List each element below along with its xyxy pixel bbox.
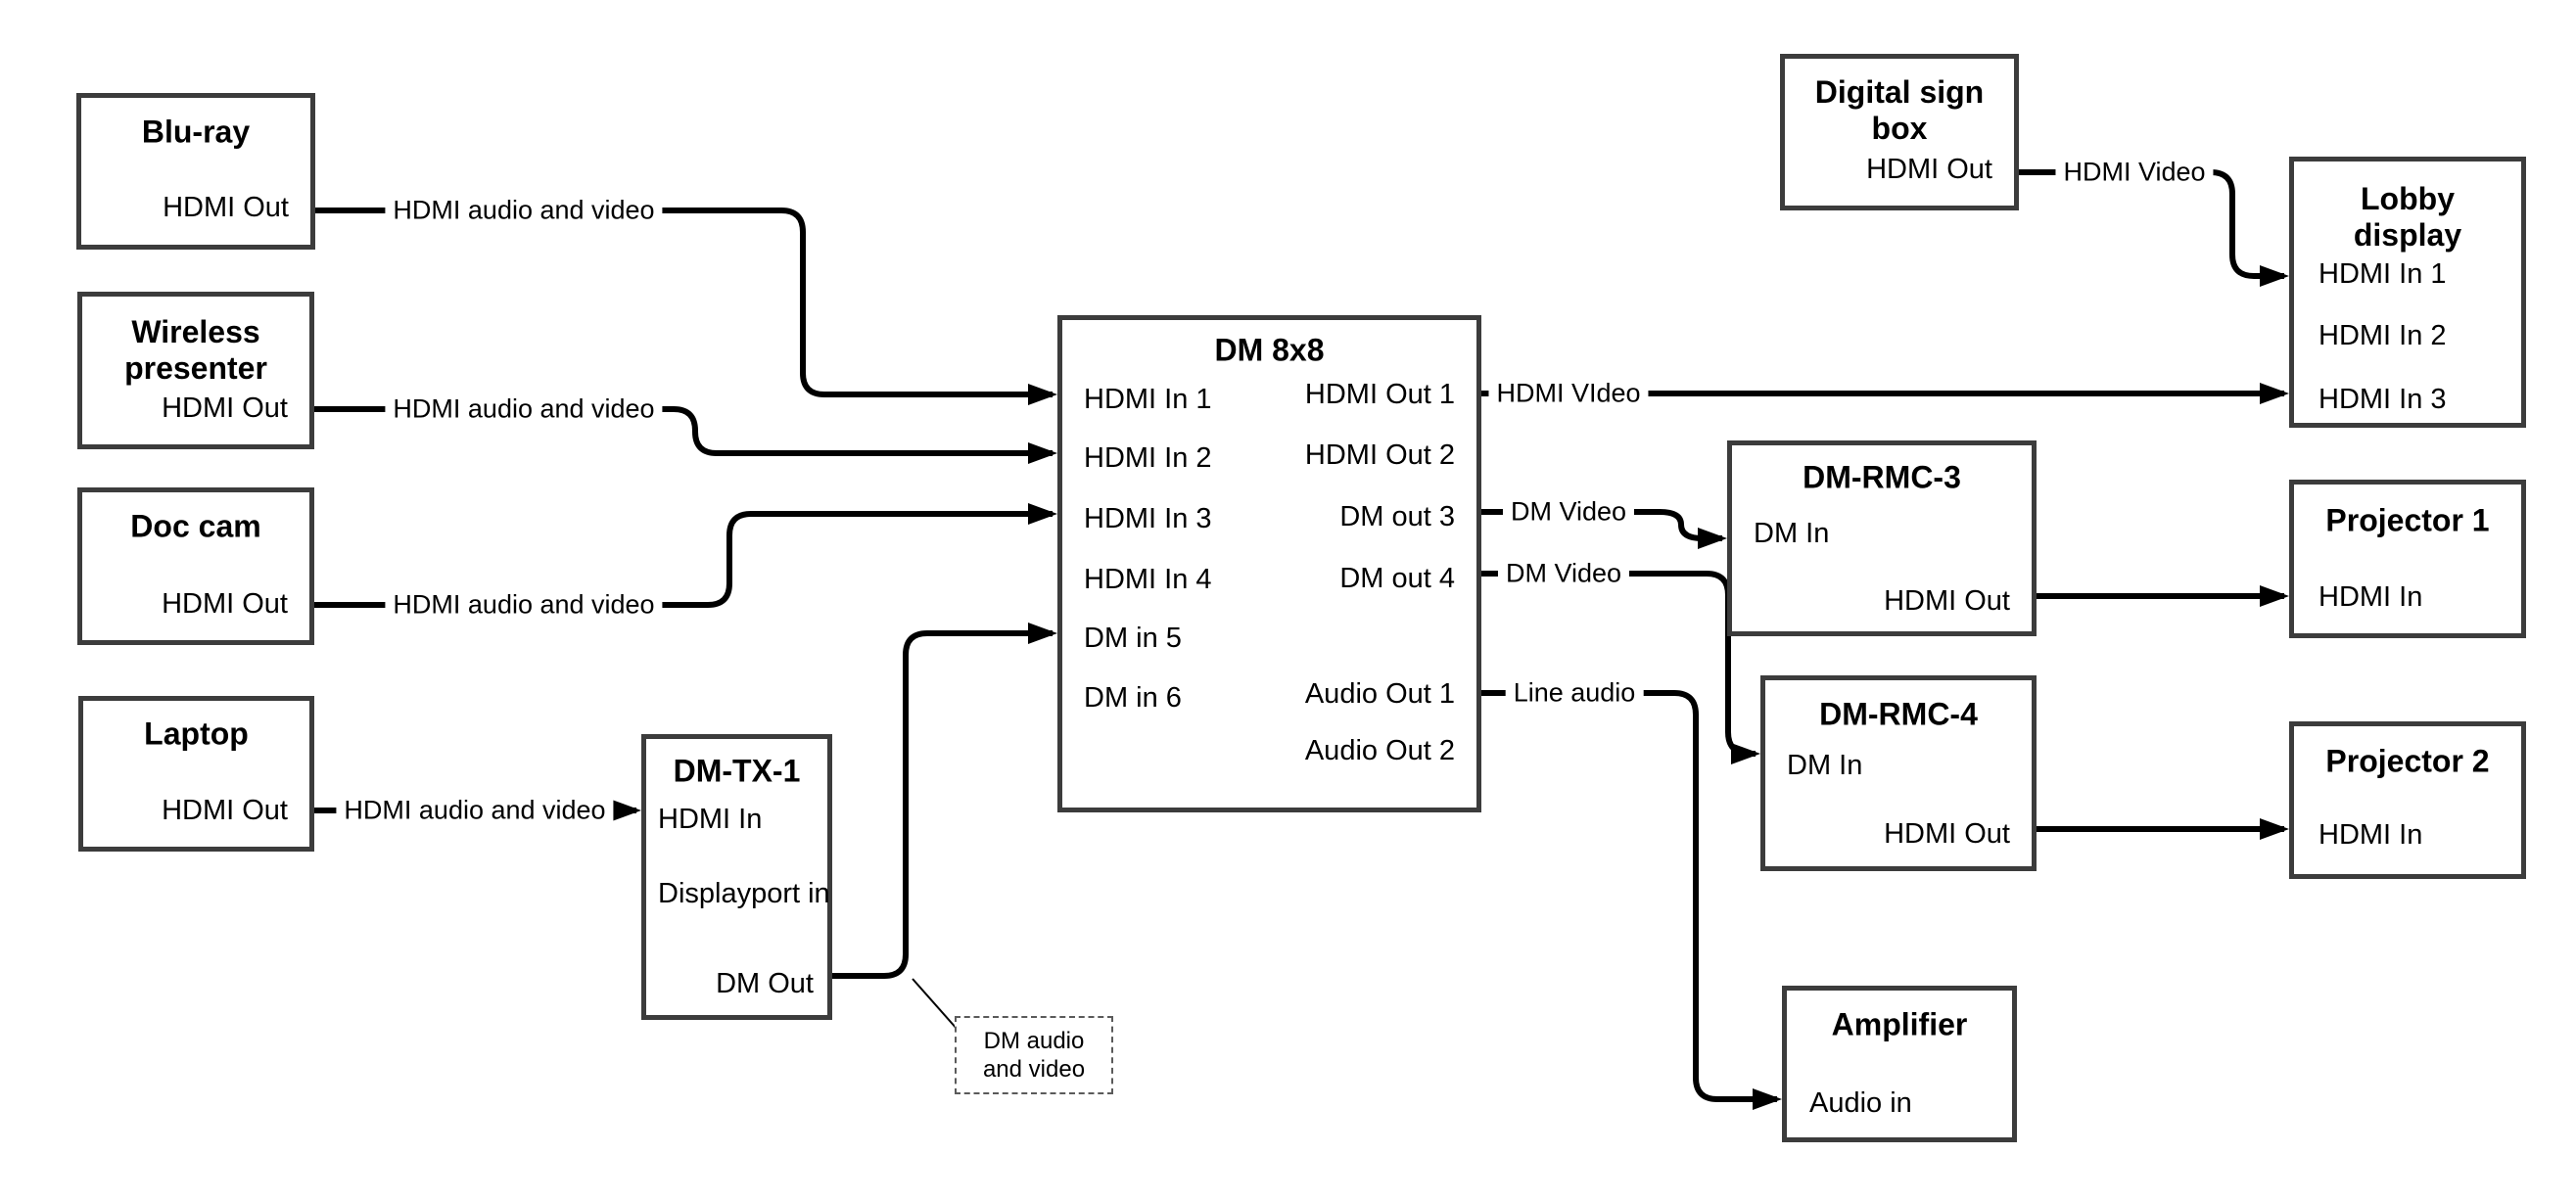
port-audio-in: Audio in <box>1809 1087 1912 1119</box>
port-hdmi-out: HDMI Out <box>163 192 289 223</box>
port-hdmi-in-2: HDMI In 2 <box>1084 442 1212 474</box>
node-title: DM 8x8 <box>1214 332 1325 368</box>
port-audio-out-2: Audio Out 2 <box>1304 735 1455 766</box>
node-lobby-display: Lobby display HDMI In 1 HDMI In 2 HDMI I… <box>2289 157 2526 428</box>
node-title: Laptop <box>144 716 249 752</box>
edge-dm8x8-out3-to-dmrmc3 <box>1481 509 1727 549</box>
port-dm-out: DM Out <box>716 968 814 999</box>
port-dm-in: DM In <box>1754 518 1830 549</box>
node-title: Doc cam <box>130 508 261 544</box>
port-displayport-in: Displayport in <box>658 878 830 909</box>
port-hdmi-out: HDMI Out <box>162 588 288 620</box>
edge-dmtx1-to-dm8x8-in5 <box>832 623 1057 979</box>
edge-doccam-to-dm8x8-in3 <box>314 503 1057 608</box>
port-dm-in-5: DM in 5 <box>1084 623 1182 654</box>
node-projector-1: Projector 1 HDMI In <box>2289 480 2526 638</box>
port-hdmi-in: HDMI In <box>2318 819 2423 851</box>
port-hdmi-in-3: HDMI In 3 <box>1084 503 1212 534</box>
edge-label-dm-video-out3: DM Video <box>1502 495 1635 529</box>
port-hdmi-out: HDMI Out <box>1884 818 2010 850</box>
note-dm-audio-and-video: DM audio and video <box>955 1016 1113 1094</box>
port-hdmi-in-3: HDMI In 3 <box>2318 384 2447 415</box>
edge-label-hdmi-video-signbox: HDMI Video <box>2055 156 2214 189</box>
node-title: DM-TX-1 <box>673 753 801 789</box>
node-dm-rmc-3: DM-RMC-3 DM In HDMI Out <box>1727 440 2037 636</box>
edge-label-bluray-av: HDMI audio and video <box>385 194 663 227</box>
edge-label-doccam-av: HDMI audio and video <box>385 588 663 622</box>
port-hdmi-in-1: HDMI In 1 <box>2318 258 2447 290</box>
node-title: DM-RMC-4 <box>1819 696 1978 732</box>
node-wireless-presenter: Wireless presenter HDMI Out <box>77 292 314 449</box>
edge-label-dm-video-out4: DM Video <box>1497 557 1630 590</box>
port-hdmi-out: HDMI Out <box>1866 154 1992 185</box>
port-dm-out-3: DM out 3 <box>1339 501 1455 532</box>
port-hdmi-in: HDMI In <box>658 804 763 835</box>
edge-bluray-to-dm8x8-in1 <box>315 208 1057 405</box>
port-hdmi-out: HDMI Out <box>1884 585 2010 617</box>
port-hdmi-in-1: HDMI In 1 <box>1084 384 1212 415</box>
node-title: Projector 2 <box>2325 743 2490 779</box>
edge-dm8x8-audio1-to-amplifier <box>1481 690 1782 1110</box>
node-title: Amplifier <box>1831 1006 1968 1042</box>
edge-label-hdmi-video-out1: HDMI VIdeo <box>1488 377 1649 410</box>
node-title: Wireless presenter <box>124 314 267 386</box>
port-dm-in-6: DM in 6 <box>1084 682 1182 714</box>
port-hdmi-out-2: HDMI Out 2 <box>1304 439 1455 471</box>
node-dm-rmc-4: DM-RMC-4 DM In HDMI Out <box>1760 675 2037 871</box>
port-hdmi-out-1: HDMI Out 1 <box>1304 379 1455 410</box>
node-dm-tx-1: DM-TX-1 HDMI In Displayport in DM Out <box>641 734 832 1020</box>
node-digital-sign-box: Digital sign box HDMI Out <box>1780 54 2019 210</box>
port-hdmi-out: HDMI Out <box>162 393 288 424</box>
node-title: Lobby display <box>2353 181 2462 253</box>
port-dm-out-4: DM out 4 <box>1339 563 1455 594</box>
edge-label-laptop-av: HDMI audio and video <box>336 794 614 827</box>
note-callout-line <box>912 978 959 1031</box>
edge-label-wireless-av: HDMI audio and video <box>385 393 663 426</box>
port-hdmi-in-4: HDMI In 4 <box>1084 564 1212 595</box>
node-title: Digital sign box <box>1814 74 1985 146</box>
node-amplifier: Amplifier Audio in <box>1782 986 2017 1142</box>
port-audio-out-1: Audio Out 1 <box>1304 678 1455 710</box>
port-dm-in: DM In <box>1787 750 1863 781</box>
node-projector-2: Projector 2 HDMI In <box>2289 721 2526 879</box>
edge-dm8x8-out4-to-dmrmc4 <box>1481 571 1760 764</box>
node-title: DM-RMC-3 <box>1803 459 1961 495</box>
edge-wireless-to-dm8x8-in2 <box>314 406 1057 464</box>
node-laptop: Laptop HDMI Out <box>78 696 314 852</box>
edge-signbox-to-lobby-in1 <box>2019 169 2289 287</box>
node-doc-cam: Doc cam HDMI Out <box>77 487 314 645</box>
port-hdmi-in-2: HDMI In 2 <box>2318 320 2447 351</box>
node-dm-8x8: DM 8x8 HDMI In 1 HDMI In 2 HDMI In 3 HDM… <box>1057 315 1481 812</box>
edge-label-line-audio: Line audio <box>1505 676 1644 710</box>
node-title: Projector 1 <box>2325 502 2490 538</box>
port-hdmi-in: HDMI In <box>2318 581 2423 613</box>
port-hdmi-out: HDMI Out <box>162 795 288 826</box>
node-title: Blu-ray <box>141 114 251 150</box>
node-blu-ray: Blu-ray HDMI Out <box>76 93 315 250</box>
